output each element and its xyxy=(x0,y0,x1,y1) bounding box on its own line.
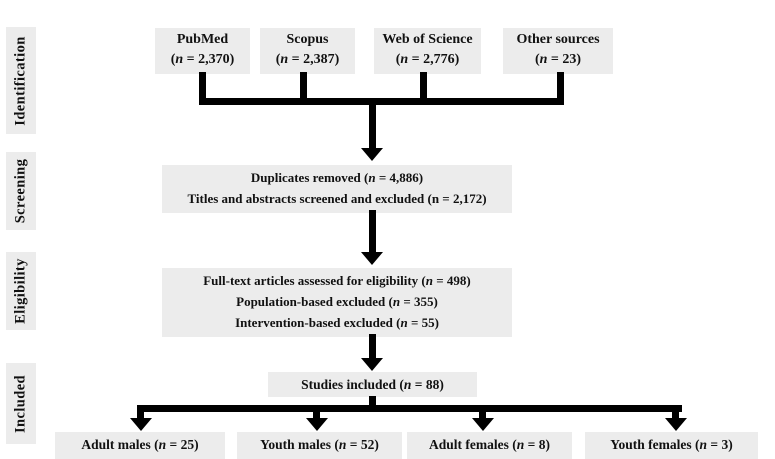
screening-box: Duplicates removed (n = 4,886) Titles an… xyxy=(162,165,512,213)
arrow-stem-youth-females xyxy=(672,411,679,419)
source-count: (n = 2,387) xyxy=(275,52,340,67)
connector-line-bottom xyxy=(137,405,682,412)
arrow-stem-to-screening xyxy=(369,104,376,149)
arrow-stem-adult-males xyxy=(137,411,144,419)
arrow-stem-youth-males xyxy=(313,411,320,419)
eligibility-line-1: Full-text articles assessed for eligibil… xyxy=(203,273,471,288)
outcome-box-adult-females: Adult females (n = 8) xyxy=(407,432,572,459)
source-count: (n = 2,370) xyxy=(170,52,235,67)
stage-label-included: Included xyxy=(6,363,36,444)
stage-label-eligibility: Eligibility xyxy=(6,252,36,330)
source-title: Scopus xyxy=(286,32,329,47)
outcome-text: Adult females (n = 8) xyxy=(429,437,550,452)
studies-included-text: Studies included (n = 88) xyxy=(301,377,444,392)
outcome-text: Adult males (n = 25) xyxy=(81,437,199,452)
stage-label-screening: Screening xyxy=(6,152,36,230)
connector-stub-pubmed xyxy=(199,72,206,105)
source-box-pubmed: PubMed (n = 2,370) xyxy=(155,28,250,74)
arrow-stem-to-eligibility xyxy=(369,210,376,252)
screening-line-1: Duplicates removed (n = 4,886) xyxy=(250,170,424,185)
connector-line-top xyxy=(199,98,564,105)
source-count: (n = 23) xyxy=(534,52,582,67)
arrow-head-adult-females xyxy=(472,418,494,431)
source-box-scopus: Scopus (n = 2,387) xyxy=(260,28,355,74)
arrow-head-youth-females xyxy=(665,418,687,431)
arrow-head-adult-males xyxy=(130,418,152,431)
arrow-head-to-eligibility xyxy=(361,252,383,265)
screening-line-2: Titles and abstracts screened and exclud… xyxy=(187,191,487,206)
connector-stub-wos xyxy=(420,72,427,105)
stage-label-text: Screening xyxy=(12,158,29,224)
outcome-box-adult-males: Adult males (n = 25) xyxy=(55,432,225,459)
source-title: Other sources xyxy=(516,32,600,47)
arrow-head-to-screening xyxy=(361,148,383,161)
connector-stub-scopus xyxy=(300,72,307,105)
source-title: PubMed xyxy=(176,32,229,47)
arrow-head-to-included xyxy=(361,358,383,371)
arrow-head-youth-males xyxy=(306,418,328,431)
arrow-stem-adult-females xyxy=(479,411,486,419)
source-title: Web of Science xyxy=(382,32,473,47)
connector-stub-other xyxy=(557,72,564,105)
studies-included-box: Studies included (n = 88) xyxy=(268,372,477,397)
stage-label-text: Identification xyxy=(12,35,29,126)
stage-label-text: Included xyxy=(12,374,29,433)
source-box-web-of-science: Web of Science (n = 2,776) xyxy=(374,28,481,74)
eligibility-line-2: Population-based excluded (n = 355) xyxy=(236,294,438,309)
source-box-other-sources: Other sources (n = 23) xyxy=(503,28,613,74)
stage-label-text: Eligibility xyxy=(12,258,29,324)
connector-stub-studies xyxy=(369,396,376,408)
outcome-box-youth-males: Youth males (n = 52) xyxy=(237,432,402,459)
arrow-stem-to-included xyxy=(369,334,376,359)
outcome-text: Youth females (n = 3) xyxy=(610,437,733,452)
outcome-text: Youth males (n = 52) xyxy=(260,437,379,452)
source-count: (n = 2,776) xyxy=(395,52,460,67)
eligibility-box: Full-text articles assessed for eligibil… xyxy=(162,268,512,337)
outcome-box-youth-females: Youth females (n = 3) xyxy=(585,432,758,459)
stage-label-identification: Identification xyxy=(6,27,36,134)
eligibility-line-3: Intervention-based excluded (n = 55) xyxy=(235,315,439,330)
